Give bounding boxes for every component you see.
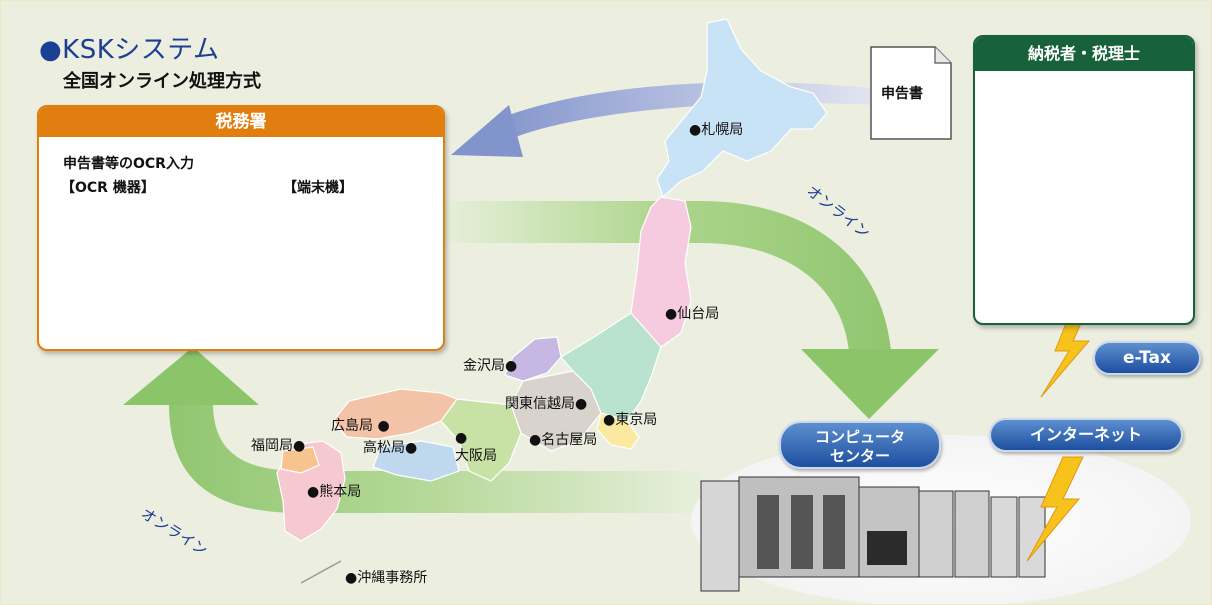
computer-center-line2: センター <box>829 447 890 465</box>
tax-office-panel: 税務署 申告書等のOCR入力 【OCR 機器】 【端末機】 <box>37 105 445 351</box>
computer-center-line1: コンピュータ <box>814 428 905 446</box>
terminal-label: 【端末機】 <box>283 180 353 196</box>
page-title: ●KSKシステム <box>39 35 220 65</box>
ocr-input-label: 申告書等のOCR入力 <box>63 156 194 172</box>
tax-office-title: 税務署 <box>39 107 443 137</box>
page-subtitle: 全国オンライン処理方式 <box>63 71 261 92</box>
bureau-kanto-shinetsu: 関東信越局● <box>505 396 588 412</box>
taxpayer-panel: 納税者・税理士 <box>973 35 1195 325</box>
bureau-tokyo: ●東京局 <box>603 412 658 428</box>
bureau-osaka: ● 大阪局 <box>455 430 497 464</box>
document-icon <box>870 46 952 140</box>
lightning-icon-lower <box>1026 456 1084 562</box>
bureau-takamatsu: 高松局● <box>363 440 418 456</box>
computer-center-illustration <box>691 435 1191 604</box>
bureau-fukuoka: 福岡局● <box>251 438 306 454</box>
taxpayer-title: 納税者・税理士 <box>975 37 1193 71</box>
ocr-device-label: 【OCR 機器】 <box>61 180 155 196</box>
bureau-nagoya: ●名古屋局 <box>529 432 598 448</box>
etax-badge: e-Tax <box>1093 341 1201 375</box>
online-arrow-top <box>441 201 939 419</box>
bureau-kumamoto: ●熊本局 <box>307 484 362 500</box>
bureau-sendai: ●仙台局 <box>665 306 720 322</box>
computer-center-badge: コンピュータ センター <box>779 421 941 469</box>
bureau-okinawa: ●沖縄事務所 <box>345 570 428 586</box>
bureau-kanazawa: 金沢局● <box>463 358 518 374</box>
bureau-hiroshima: 広島局 ● <box>331 418 390 434</box>
document-label: 申告書 <box>881 86 923 102</box>
japan-map <box>276 18 828 584</box>
bureau-sapporo: ●札幌局 <box>689 122 744 138</box>
internet-badge: インターネット <box>989 418 1183 452</box>
